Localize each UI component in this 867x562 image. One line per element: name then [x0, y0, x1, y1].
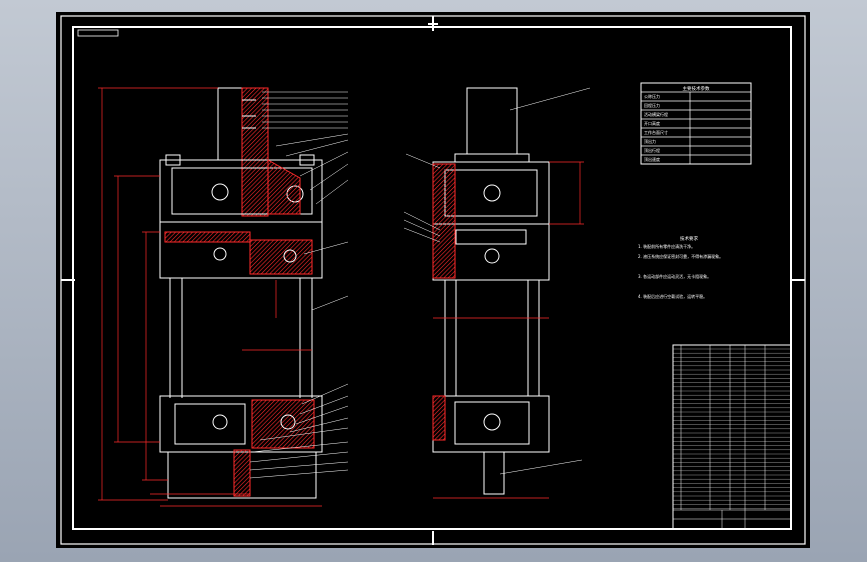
centering-marks — [61, 16, 805, 545]
left-leaders — [249, 91, 349, 479]
left-dimensions — [98, 87, 322, 507]
corner-tag — [77, 29, 119, 37]
tech-note: 4. 装配后应进行空载试验，运转平稳。 — [638, 293, 707, 299]
spec-row-label: 顶出行程 — [644, 147, 660, 153]
tech-requirements-title: 技术要求 — [680, 235, 698, 242]
parts-list-rows — [673, 348, 791, 509]
spec-row-label: 回程压力 — [644, 102, 660, 108]
spec-row-label: 顶出速度 — [644, 156, 660, 162]
spec-row-label: 活动横梁行程 — [644, 111, 668, 117]
spec-row-label: 工作台面尺寸 — [644, 129, 668, 135]
tech-note: 2. 液压系统应保证密封可靠，不得有渗漏现象。 — [638, 253, 723, 259]
spec-table-title: 主要技术参数 — [683, 85, 710, 92]
parts-list — [672, 344, 792, 530]
right-leaders — [403, 87, 591, 475]
spec-row-label: 开口高度 — [644, 120, 660, 126]
tech-note: 3. 各运动部件应运动灵活，无卡阻现象。 — [638, 273, 711, 279]
tech-requirements: 1. 装配前所有零件应清洗干净。 2. 液压系统应保证密封可靠，不得有渗漏现象。… — [638, 243, 723, 299]
spec-row-label: 公称压力 — [644, 93, 660, 99]
spec-table — [640, 82, 752, 165]
right-dimensions — [433, 161, 584, 499]
spec-row-labels: 公称压力 回程压力 活动横梁行程 开口高度 工作台面尺寸 顶出力 顶出行程 顶出… — [644, 93, 668, 162]
side-view — [432, 87, 550, 495]
spec-row-label: 顶出力 — [644, 138, 656, 144]
tech-note: 1. 装配前所有零件应清洗干净。 — [638, 243, 695, 249]
front-section-view — [159, 87, 323, 499]
